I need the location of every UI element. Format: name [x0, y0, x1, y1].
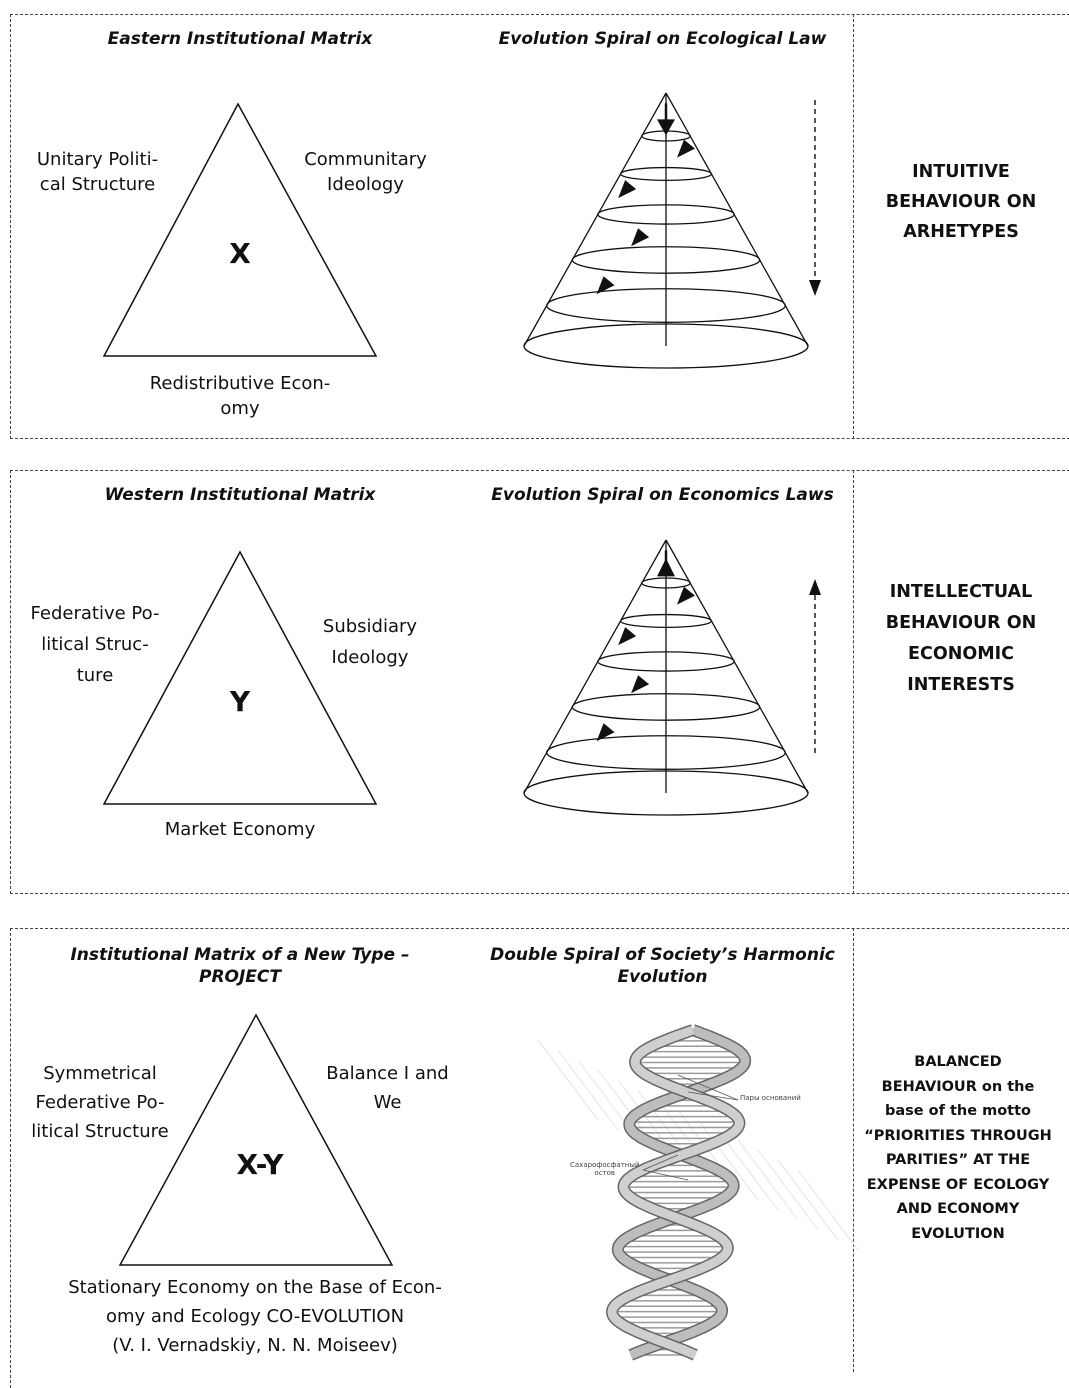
dna-double-helix-image	[528, 1020, 859, 1365]
label-subsidiary-ideology: Subsidiary Ideology	[322, 616, 418, 668]
spiral-title-double: Double Spiral of Society’s Harmonic Evol…	[490, 945, 835, 987]
behaviour-balanced: BALANCED BEHAVIOUR on the base of the mo…	[864, 1054, 1052, 1242]
panel-western-divider	[853, 470, 854, 894]
label-communitary-ideology: Communitary Ideology	[304, 149, 427, 195]
matrix-title-western: Western Institutional Matrix	[104, 485, 376, 505]
label-unitary-political: Unitary Politi- cal Structure	[36, 149, 159, 195]
spiral-title-economics: Evolution Spiral on Economics Laws	[491, 485, 834, 505]
panel-eastern-divider	[853, 14, 854, 439]
dna-label-backbone: Сахарофосфатный остов	[570, 1161, 640, 1177]
behaviour-intellectual: INTELLECTUAL BEHAVIOUR ON ECONOMIC INTER…	[885, 582, 1037, 695]
label-federative-political: Federative Po- litical Struc- ture	[30, 603, 160, 686]
spiral-cone-ecological	[523, 92, 809, 369]
label-stationary-economy: Stationary Economy on the Base of Econ- …	[68, 1277, 442, 1356]
panel-project	[10, 928, 1069, 1388]
matrix-center-x: X	[229, 237, 251, 270]
panel-project-divider	[853, 928, 854, 1372]
matrix-title-eastern: Eastern Institutional Matrix	[107, 29, 373, 49]
matrix-title-project: Institutional Matrix of a New Type – PRO…	[70, 945, 410, 987]
panel-western	[10, 470, 1069, 894]
panel-eastern	[10, 14, 1069, 439]
matrix-center-xy: X-Y	[236, 1148, 284, 1181]
spiral-title-ecological: Evolution Spiral on Ecological Law	[498, 29, 827, 49]
label-market-economy: Market Economy	[164, 819, 316, 840]
dna-label-base-pairs: Пары оснований	[740, 1094, 801, 1102]
matrix-center-y: Y	[229, 685, 251, 718]
spiral-cone-economics	[523, 539, 809, 816]
label-redistributive-economy: Redistributive Econ- omy	[149, 373, 331, 419]
dashed-arrow-up	[809, 579, 821, 757]
label-balance-i-we: Balance I and We	[326, 1063, 449, 1113]
label-symmetrical-federative: Symmetrical Federative Po- litical Struc…	[31, 1063, 169, 1142]
dashed-arrow-down	[809, 100, 821, 296]
behaviour-intuitive: INTUITIVE BEHAVIOUR ON ARHETYPES	[885, 162, 1037, 242]
